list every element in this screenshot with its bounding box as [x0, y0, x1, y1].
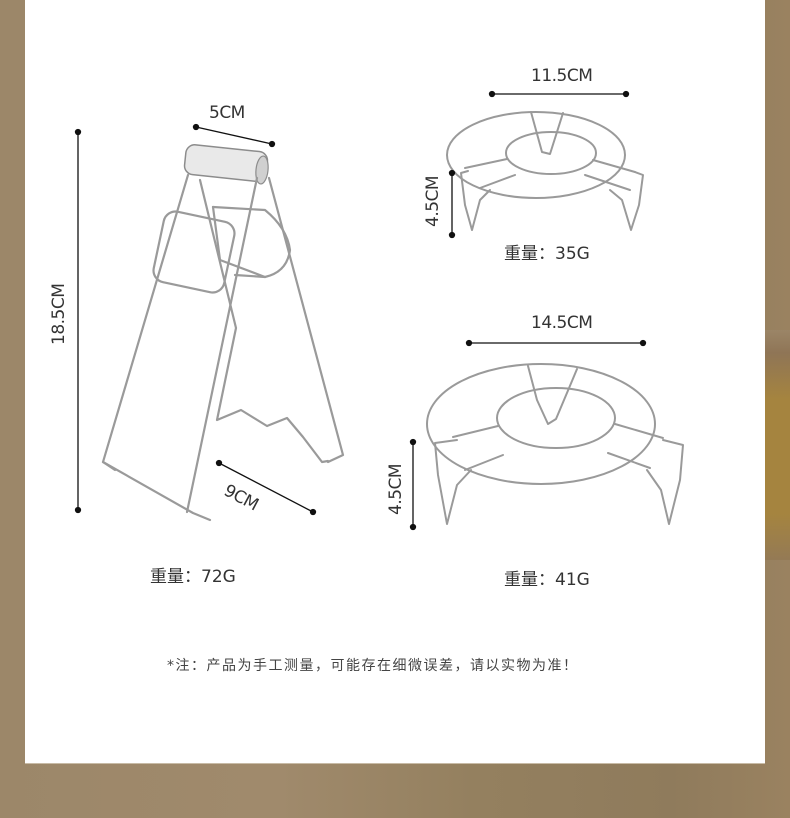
- weight-value: 35G: [555, 244, 590, 264]
- bowl-clip-height-label: 18.5CM: [49, 283, 69, 345]
- weight-value: 72G: [201, 567, 236, 587]
- rack-large-height-label: 4.5CM: [386, 463, 406, 515]
- background-accent: [760, 330, 790, 560]
- weight-label: 重量：: [504, 570, 555, 590]
- weight-value: 41G: [555, 570, 590, 590]
- bowl-clip-weight: 重量：72G: [150, 562, 236, 587]
- weight-label: 重量：: [150, 567, 201, 587]
- steamer-rack-small-dimensions: [448, 90, 630, 239]
- rack-small-height-label: 4.5CM: [423, 175, 443, 227]
- steamer-rack-large-dimensions: [409, 339, 647, 531]
- rack-small-weight: 重量：35G: [504, 239, 590, 264]
- rack-small-diameter-label: 11.5CM: [531, 66, 593, 86]
- steamer-rack-large-illustration: [426, 363, 684, 525]
- measurement-disclaimer: *注：产品为手工测量，可能存在细微误差，请以实物为准！: [167, 658, 579, 674]
- steamer-rack-small-illustration: [446, 111, 644, 231]
- product-illustrations: [74, 90, 684, 531]
- bowl-clip-illustration: [101, 144, 345, 522]
- product-spec-panel: 5CM 18.5CM 9CM 重量：72G 11.5CM 4.5CM 重量：35…: [25, 0, 765, 763]
- weight-label: 重量：: [504, 244, 555, 264]
- bowl-clip-dimensions: [74, 123, 317, 516]
- rack-large-diameter-label: 14.5CM: [531, 313, 593, 333]
- bowl-clip-width-top-label: 5CM: [209, 103, 245, 123]
- rack-large-weight: 重量：41G: [504, 565, 590, 590]
